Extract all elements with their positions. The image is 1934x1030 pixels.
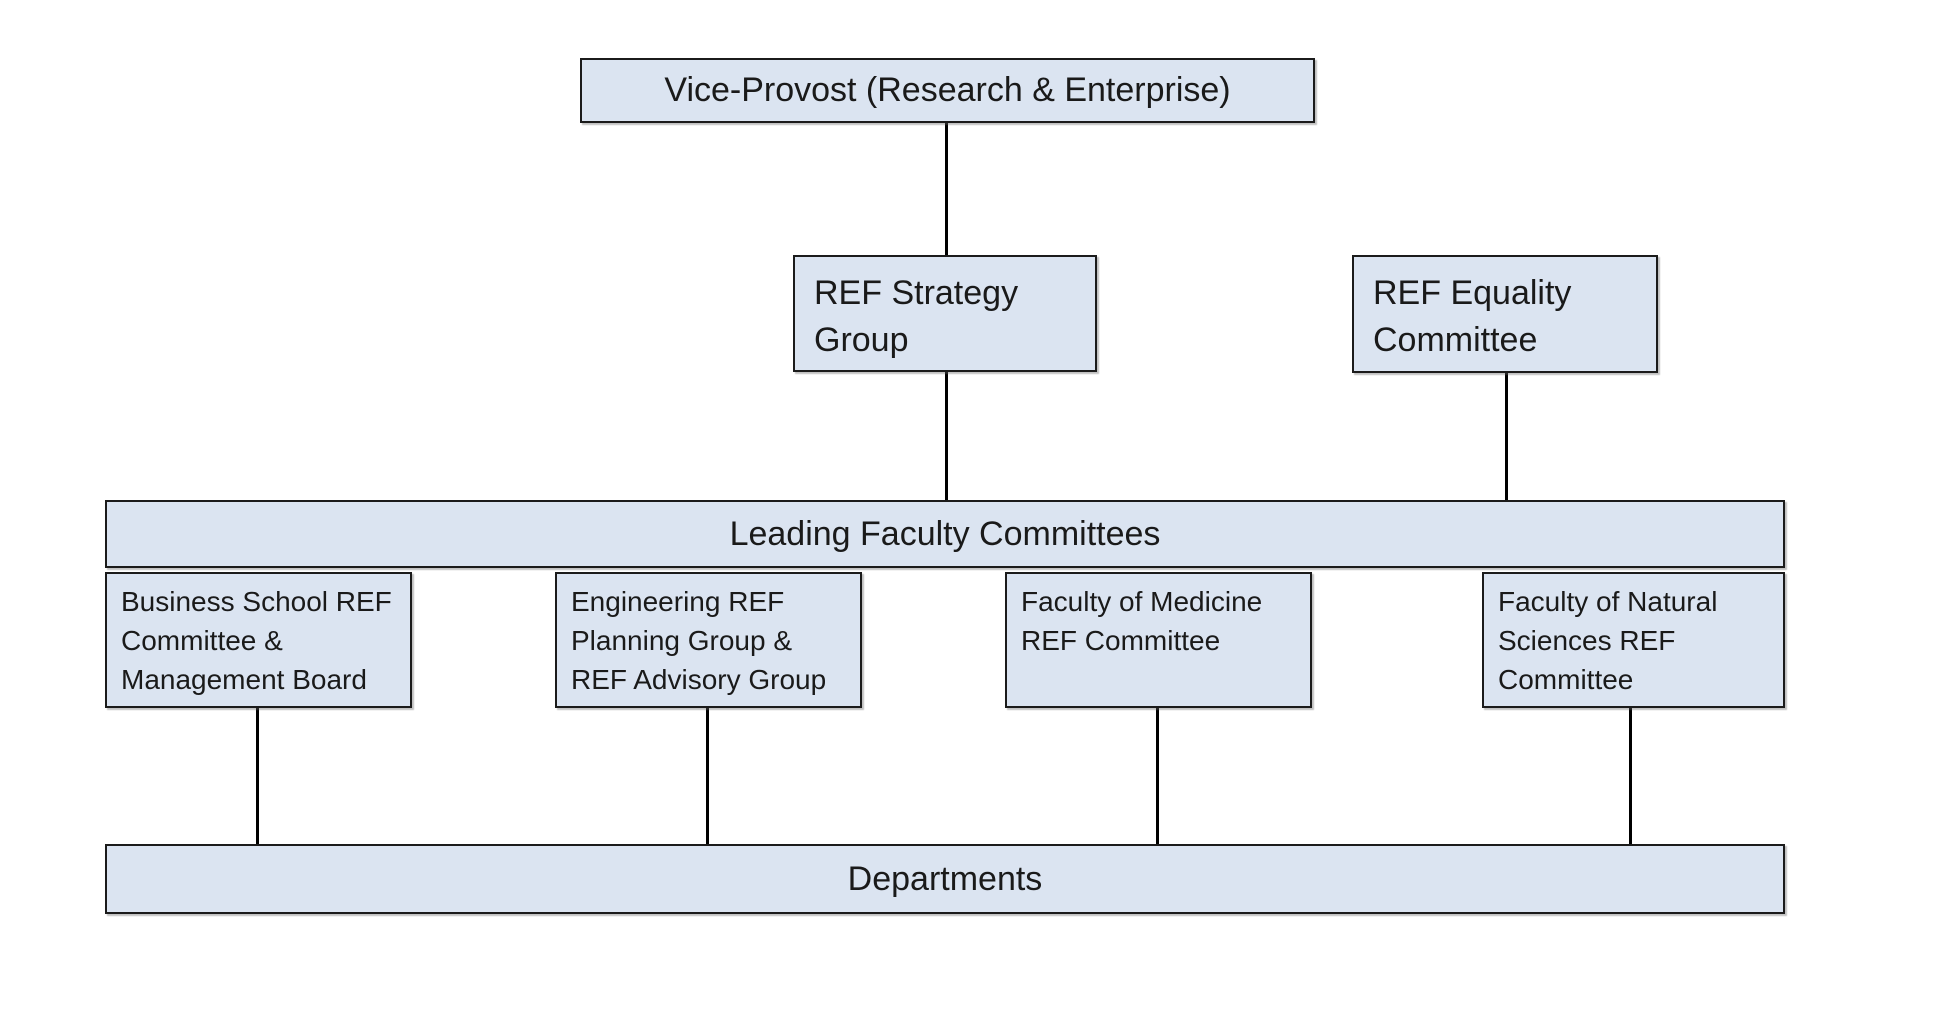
node-business-school-ref-committee: Business School REF Committee & Manageme… bbox=[105, 572, 412, 708]
connector-ref-equality-to-leading-faculty bbox=[1505, 373, 1508, 500]
connector-natural-sciences-to-departments bbox=[1629, 705, 1632, 844]
node-engineering-ref-planning-group: Engineering REF Planning Group & REF Adv… bbox=[555, 572, 862, 708]
connector-vice-provost-to-ref-strategy bbox=[945, 123, 948, 255]
connector-ref-strategy-to-leading-faculty bbox=[945, 372, 948, 500]
node-faculty-of-medicine-ref-committee: Faculty of Medicine REF Committee bbox=[1005, 572, 1312, 708]
node-ref-strategy-group: REF Strategy Group bbox=[793, 255, 1097, 372]
node-leading-faculty-committees: Leading Faculty Committees bbox=[105, 500, 1785, 568]
connector-business-school-to-departments bbox=[256, 708, 259, 844]
node-faculty-of-natural-sciences-ref-committee: Faculty of Natural Sciences REF Committe… bbox=[1482, 572, 1785, 708]
node-ref-equality-committee: REF Equality Committee bbox=[1352, 255, 1658, 373]
node-departments: Departments bbox=[105, 844, 1785, 914]
connector-engineering-to-departments bbox=[706, 708, 709, 844]
connector-medicine-to-departments bbox=[1156, 708, 1159, 844]
node-vice-provost: Vice-Provost (Research & Enterprise) bbox=[580, 58, 1315, 123]
